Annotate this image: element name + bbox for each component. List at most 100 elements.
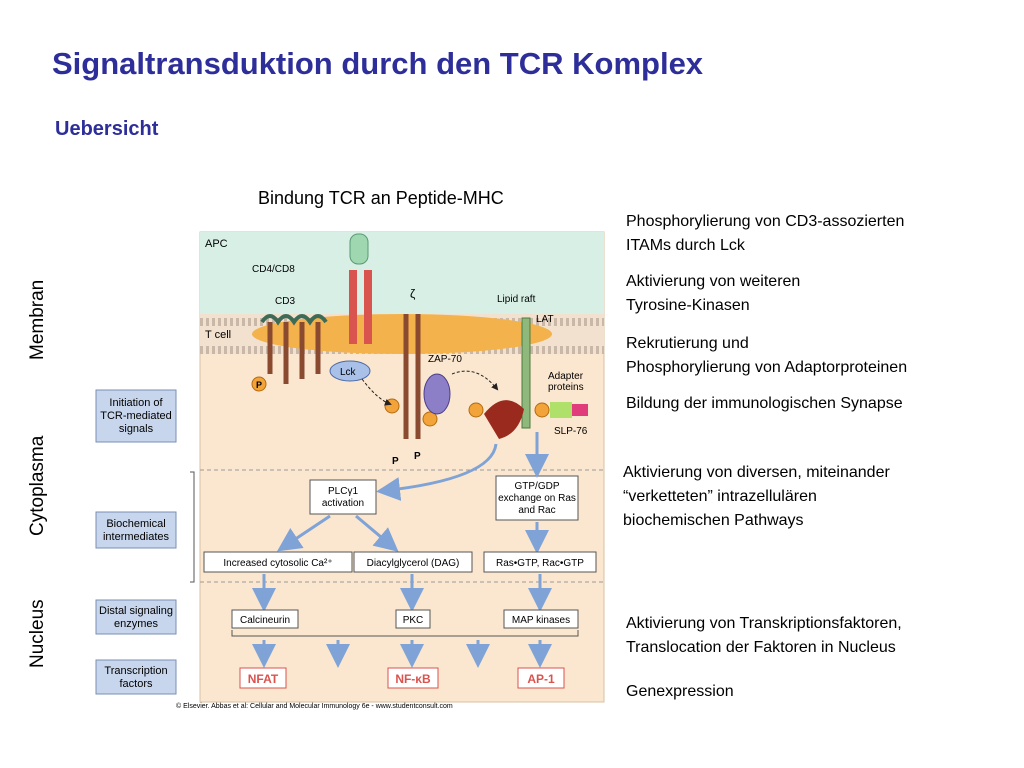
slp76-protein (550, 402, 572, 418)
intermediate-dag: Diacylglycerol (DAG) (353, 551, 473, 573)
enzyme-map-kinases: MAP kinases (503, 609, 579, 629)
arrow-plc-to-dag (355, 514, 399, 552)
stage-transcription-factors: Transcription factors (95, 659, 177, 695)
arrow-plc-to-ca (277, 514, 331, 552)
note-line: ITAMs durch Lck (626, 237, 745, 254)
note-line: Phosphorylierung von Adaptorproteinen (626, 359, 908, 376)
cd4cd8-coreceptor (349, 270, 357, 344)
svg-text:signals: signals (119, 423, 154, 435)
stage-intermediates: Biochemical intermediates (95, 511, 177, 549)
stage-bracket (190, 471, 195, 583)
adapter-label-1: Adapter (548, 371, 584, 382)
svg-text:PLCγ1: PLCγ1 (328, 486, 358, 497)
svg-text:factors: factors (119, 678, 153, 690)
slide-title: Signaltransduktion durch den TCR Komplex (52, 46, 704, 81)
cd4cd8-coreceptor-b (364, 270, 372, 344)
enzyme-calcineurin: Calcineurin (231, 609, 299, 629)
zap70-kinase (423, 373, 451, 415)
phospho-slp76 (534, 402, 550, 418)
zeta-label: ζ (410, 287, 416, 301)
svg-text:exchange on Ras: exchange on Ras (498, 493, 576, 504)
svg-text:intermediates: intermediates (103, 531, 170, 543)
intermediate-calcium: Increased cytosolic Ca²⁺ (203, 551, 353, 573)
side-label-cytoplasm: Cytoplasma (27, 435, 48, 536)
svg-text:GTP/GDP: GTP/GDP (514, 481, 559, 492)
gtp-exchange-box: GTP/GDP exchange on Ras and Rac (495, 475, 579, 521)
tcell-label: T cell (205, 329, 231, 341)
note-line: Genexpression (626, 683, 734, 700)
note-line: Aktivierung von weiteren (626, 273, 801, 290)
svg-text:NFAT: NFAT (248, 672, 279, 686)
svg-text:TCR-mediated: TCR-mediated (100, 410, 172, 422)
note-line: Translocation der Faktoren in Nucleus (626, 639, 896, 656)
svg-text:enzymes: enzymes (114, 618, 159, 630)
plc-activation-box: PLCγ1 activation (309, 479, 377, 515)
lat-adapter (521, 317, 531, 429)
slide-subtitle: Uebersicht (55, 118, 159, 140)
zeta-p-left: P (392, 456, 399, 467)
note-line: biochemischen Pathways (623, 512, 804, 529)
note-line: Aktivierung von Transkriptionsfaktoren, (626, 615, 902, 632)
svg-text:PKC: PKC (403, 615, 424, 626)
diagram-caption: Bindung TCR an Peptide-MHC (258, 188, 504, 208)
phospho-p (251, 376, 267, 392)
svg-text:Ras•GTP, Rac•GTP: Ras•GTP, Rac•GTP (496, 558, 584, 569)
lipid-raft (252, 314, 552, 354)
svg-text:Biochemical: Biochemical (106, 518, 165, 530)
zap70-arrow (451, 370, 499, 391)
note-line: Aktivierung von diversen, miteinander (623, 464, 890, 481)
factor-nfat: NFAT (239, 667, 287, 689)
note-line: “verketteten” intrazellulären (623, 488, 817, 505)
lipid-raft-label: Lipid raft (497, 294, 536, 305)
svg-text:activation: activation (322, 498, 364, 509)
svg-text:Distal signaling: Distal signaling (99, 605, 173, 617)
svg-text:Diacylglycerol (DAG): Diacylglycerol (DAG) (367, 558, 460, 569)
apc-region (200, 232, 604, 320)
note-synapse: Bildung der immunologischen Synapse (626, 392, 903, 416)
note-pathways: Aktivierung von diversen, miteinander “ve… (623, 461, 890, 533)
phospho-label: P (256, 380, 262, 390)
intermediate-ras-rac: Ras•GTP, Rac•GTP (483, 551, 597, 573)
cd4cd8-label: CD4/CD8 (252, 264, 295, 275)
tcr-signaling-figure: APC T cell CD4/CD8 CD3 P ζ P P Lck ZAP-7… (95, 231, 605, 710)
side-label-nucleus: Nucleus (27, 599, 48, 668)
svg-text:Calcineurin: Calcineurin (240, 615, 290, 626)
mhc-molecule (349, 233, 369, 265)
svg-text:NF-κB: NF-κB (395, 672, 431, 686)
lck-arrow (361, 378, 392, 406)
note-line: Phosphorylierung von CD3-assozierten (626, 213, 905, 230)
arrow-kinase-to-plc (376, 443, 498, 501)
stage-initiation: Initiation of TCR-mediated signals (95, 389, 177, 443)
phospho-zeta-2 (422, 411, 438, 427)
stage-enzymes: Distal signaling enzymes (95, 599, 177, 635)
phospho-zeta-1 (384, 398, 400, 414)
phospho-kinase (468, 402, 484, 418)
nuclear-translocation-arrows (252, 640, 552, 668)
zeta-chains (403, 314, 421, 439)
note-line: Rekrutierung und (626, 335, 749, 352)
cd3-itam-tails (267, 322, 321, 384)
svg-text:Increased cytosolic Ca²⁺: Increased cytosolic Ca²⁺ (223, 558, 332, 569)
slp76-domain (572, 404, 588, 416)
zap70-label: ZAP-70 (428, 354, 462, 365)
zeta-p-right: P (414, 451, 421, 462)
lat-label: LAT (536, 314, 554, 325)
lck-kinase (329, 360, 371, 382)
slp76-label: SLP-76 (554, 426, 588, 437)
note-line: Bildung der immunologischen Synapse (626, 395, 903, 412)
factor-nfkb: NF-κB (387, 667, 439, 689)
adapter-label-2: proteins (548, 382, 584, 393)
svg-text:AP-1: AP-1 (527, 672, 555, 686)
svg-text:Transcription: Transcription (104, 665, 167, 677)
activated-kinase (484, 400, 524, 439)
side-label-membrane: Membran (27, 279, 48, 360)
note-gene-expression: Genexpression (626, 680, 734, 704)
cd3-label: CD3 (275, 296, 295, 307)
svg-text:and Rac: and Rac (518, 505, 555, 516)
svg-text:MAP kinases: MAP kinases (512, 615, 570, 626)
factor-ap1: AP-1 (517, 667, 565, 689)
enzyme-pkc: PKC (395, 609, 431, 629)
